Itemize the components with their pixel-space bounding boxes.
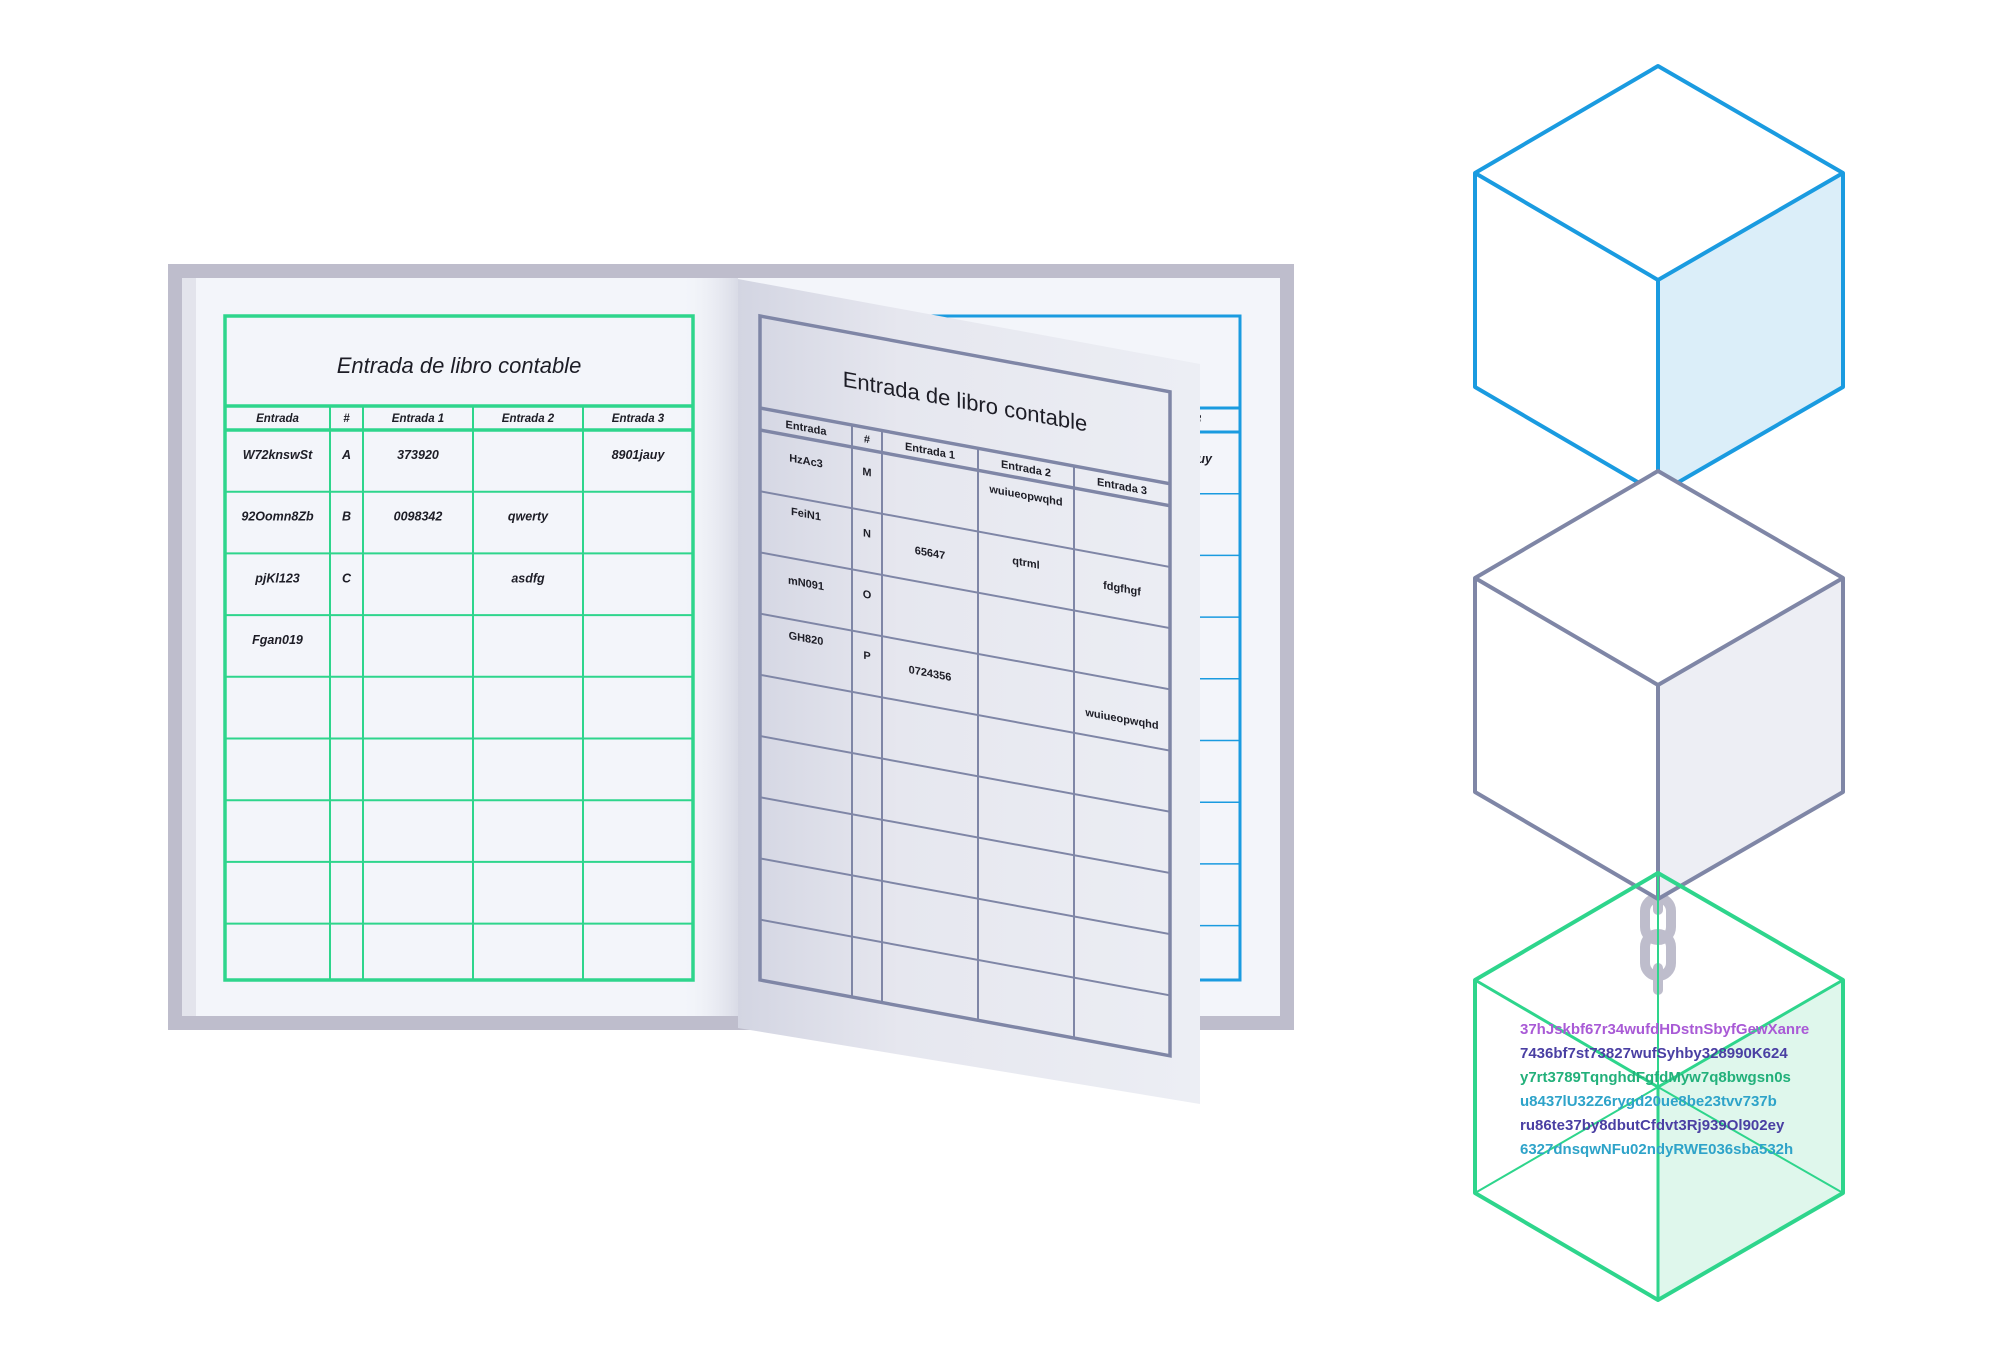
book-edge-shade [182,278,196,1016]
right-table-cell: 65647 [915,545,946,563]
right-table-cell: O [863,588,872,602]
hash-line: ru86te37by8dbutCfdvt3Rj939Ol902ey [1520,1117,1785,1134]
block-cube-blue [1473,64,1845,496]
left-table-cell: 92Oomn8Zb [241,510,314,524]
right-table-cell: N [863,527,871,540]
hash-line: 7436bf7st73827wufSyhby328990K624 [1520,1045,1788,1062]
left-table-cell: 8901jauy [612,448,666,462]
gutter-shadow [680,278,738,1016]
right-table-cell: P [863,650,871,663]
left-ledger-table: Entrada de libro contable Entrada # Entrad… [223,314,695,982]
ledger-book: 3 auy Entrada de libro contable Entrada#… [168,264,1294,1104]
left-header-cell: Entrada 1 [392,413,444,425]
right-table-cell: FeiN1 [791,506,821,523]
left-header-cell: Entrada 3 [612,413,665,425]
right-table-cell: M [862,466,871,480]
left-table-cell: pjKl123 [254,571,300,585]
hash-line: u8437lU32Z6rygd20ue8be23tvv737b [1520,1093,1777,1110]
turning-page: Entrada de libro contable Entrada#Entrad… [738,279,1200,1104]
block-cube-grey [1473,469,1845,901]
left-table-cell: W72knswSt [243,448,313,462]
hash-line: 37hJskbf67r34wufdHDstnSbyfGewXanre [1520,1021,1809,1038]
hash-line: 6327dnsqwNFu02ndyRWE036sba532h [1520,1141,1793,1158]
left-table-cell: Fgan019 [252,633,303,647]
left-ledger-title: Entrada de libro contable [337,353,582,378]
right-header-cell: # [864,433,870,446]
turning-page-sheet [738,279,1200,1104]
right-table-cell: qtrml [1012,555,1039,572]
left-header-cell: Entrada 2 [502,413,555,425]
blockchain: 37hJskbf67r34wufdHDstnSbyfGewXanre 7436b… [1473,64,1845,1302]
book-left-page [182,278,738,1016]
left-table-cell: B [342,510,351,524]
left-table-cell: asdfg [511,571,545,585]
left-table-cell: qwerty [508,510,549,524]
left-table-cell: A [341,448,351,462]
left-header-cell: # [343,413,350,425]
left-table-cell: 0098342 [394,510,443,524]
left-table-cell: 373920 [397,448,439,462]
block-cube-green [1473,871,1845,1302]
left-table-cell: C [342,571,352,585]
hash-line: y7rt3789TqnghdFgfdMyw7q8bwgsn0s [1520,1069,1791,1086]
block-hash-text: 37hJskbf67r34wufdHDstnSbyfGewXanre 7436b… [1520,1021,1809,1158]
left-header-cell: Entrada [256,413,299,425]
